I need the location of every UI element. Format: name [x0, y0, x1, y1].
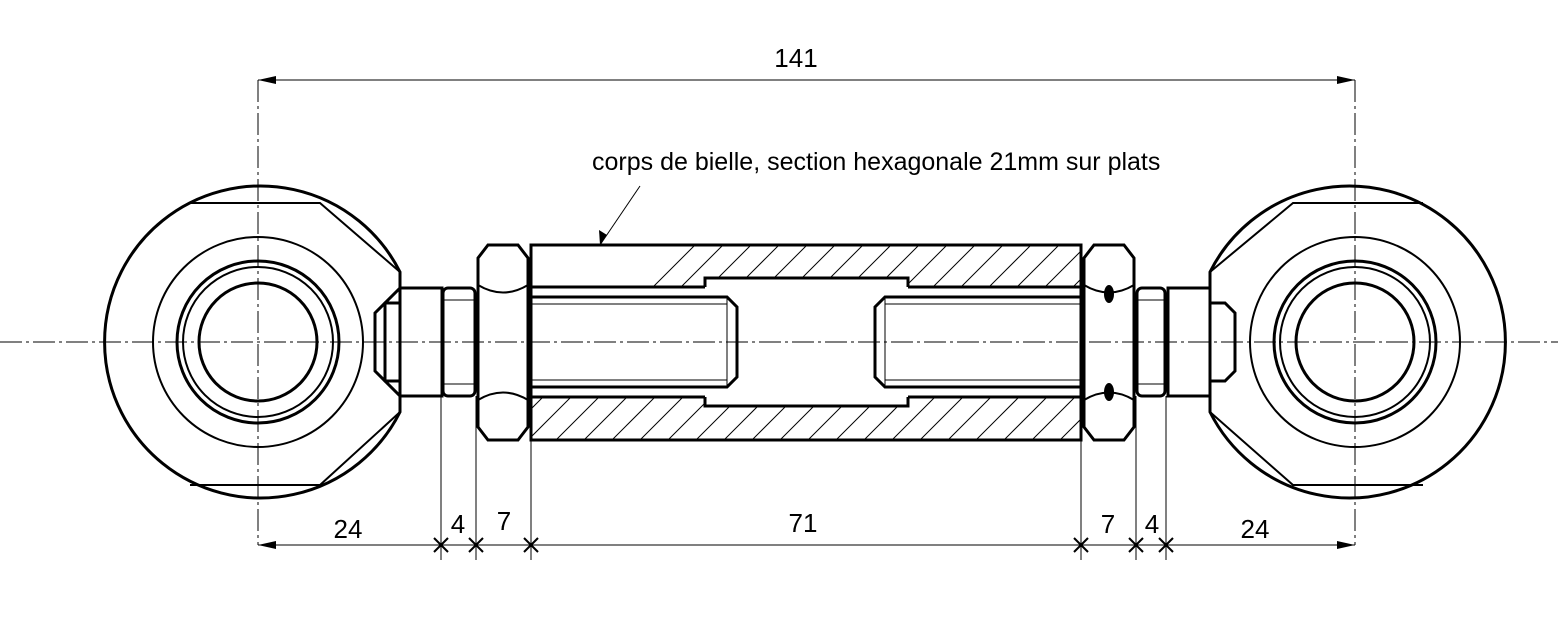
dimension-left-nut-label: 7 — [497, 506, 511, 536]
section-hatch-line — [871, 245, 1081, 440]
left-hex-nut — [476, 243, 530, 442]
extension-lines — [440, 396, 1167, 560]
section-hatch-line — [1124, 230, 1354, 460]
section-hatch-line — [535, 245, 767, 440]
hexagonal-body-section — [529, 230, 1354, 460]
dimension-tick — [433, 537, 449, 553]
right-rod-end-eye — [1166, 184, 1507, 500]
dimension-right-washer-label: 4 — [1145, 509, 1159, 539]
section-hatch-line — [619, 245, 851, 440]
body-note-label: corps de bielle, section hexagonale 21mm… — [592, 148, 1160, 176]
right-washer — [1135, 286, 1167, 398]
section-hatch-line — [899, 245, 1081, 440]
section-hatch-line — [591, 245, 823, 440]
section-hatch-line — [675, 245, 907, 440]
center-lines — [0, 80, 1558, 545]
dimension-tick — [1158, 537, 1174, 553]
dimension-tick — [1128, 537, 1144, 553]
left-threaded-stud — [531, 295, 739, 389]
dimension-body-label: 71 — [789, 508, 818, 538]
section-hatch-line — [731, 245, 963, 440]
dimension-right-nut-label: 7 — [1101, 509, 1115, 539]
section-hatch-line — [1011, 245, 1081, 440]
dimension-tick — [1073, 537, 1089, 553]
dimension-chain: 24 4 7 71 7 4 24 — [258, 506, 1355, 553]
right-threaded-stud — [873, 295, 1081, 389]
section-hatch-line — [927, 245, 1081, 440]
section-hatch-line — [815, 245, 1047, 440]
section-hatch-line — [1039, 245, 1081, 440]
section-hatch-line — [787, 245, 1019, 440]
left-washer — [441, 286, 477, 398]
dimension-left-eye-label: 24 — [334, 514, 363, 544]
section-hatch-line — [983, 245, 1081, 440]
dimension-overall: 141 — [258, 43, 1355, 84]
section-hatch-line — [843, 245, 1075, 440]
section-hatch-line — [563, 245, 795, 440]
right-hex-nut — [1082, 243, 1136, 442]
section-hatch-line — [531, 245, 711, 440]
body-note: corps de bielle, section hexagonale 21mm… — [592, 148, 1160, 246]
section-hatch-line — [955, 245, 1081, 440]
dimension-left-washer-label: 4 — [451, 509, 465, 539]
dimension-tick — [523, 537, 539, 553]
section-hatch-line — [531, 245, 739, 440]
dimension-overall-label: 141 — [774, 43, 817, 73]
dimension-right-eye-label: 24 — [1241, 514, 1270, 544]
section-hatch-line — [1067, 245, 1081, 440]
dimension-tick — [468, 537, 484, 553]
section-hatch-line — [647, 245, 879, 440]
